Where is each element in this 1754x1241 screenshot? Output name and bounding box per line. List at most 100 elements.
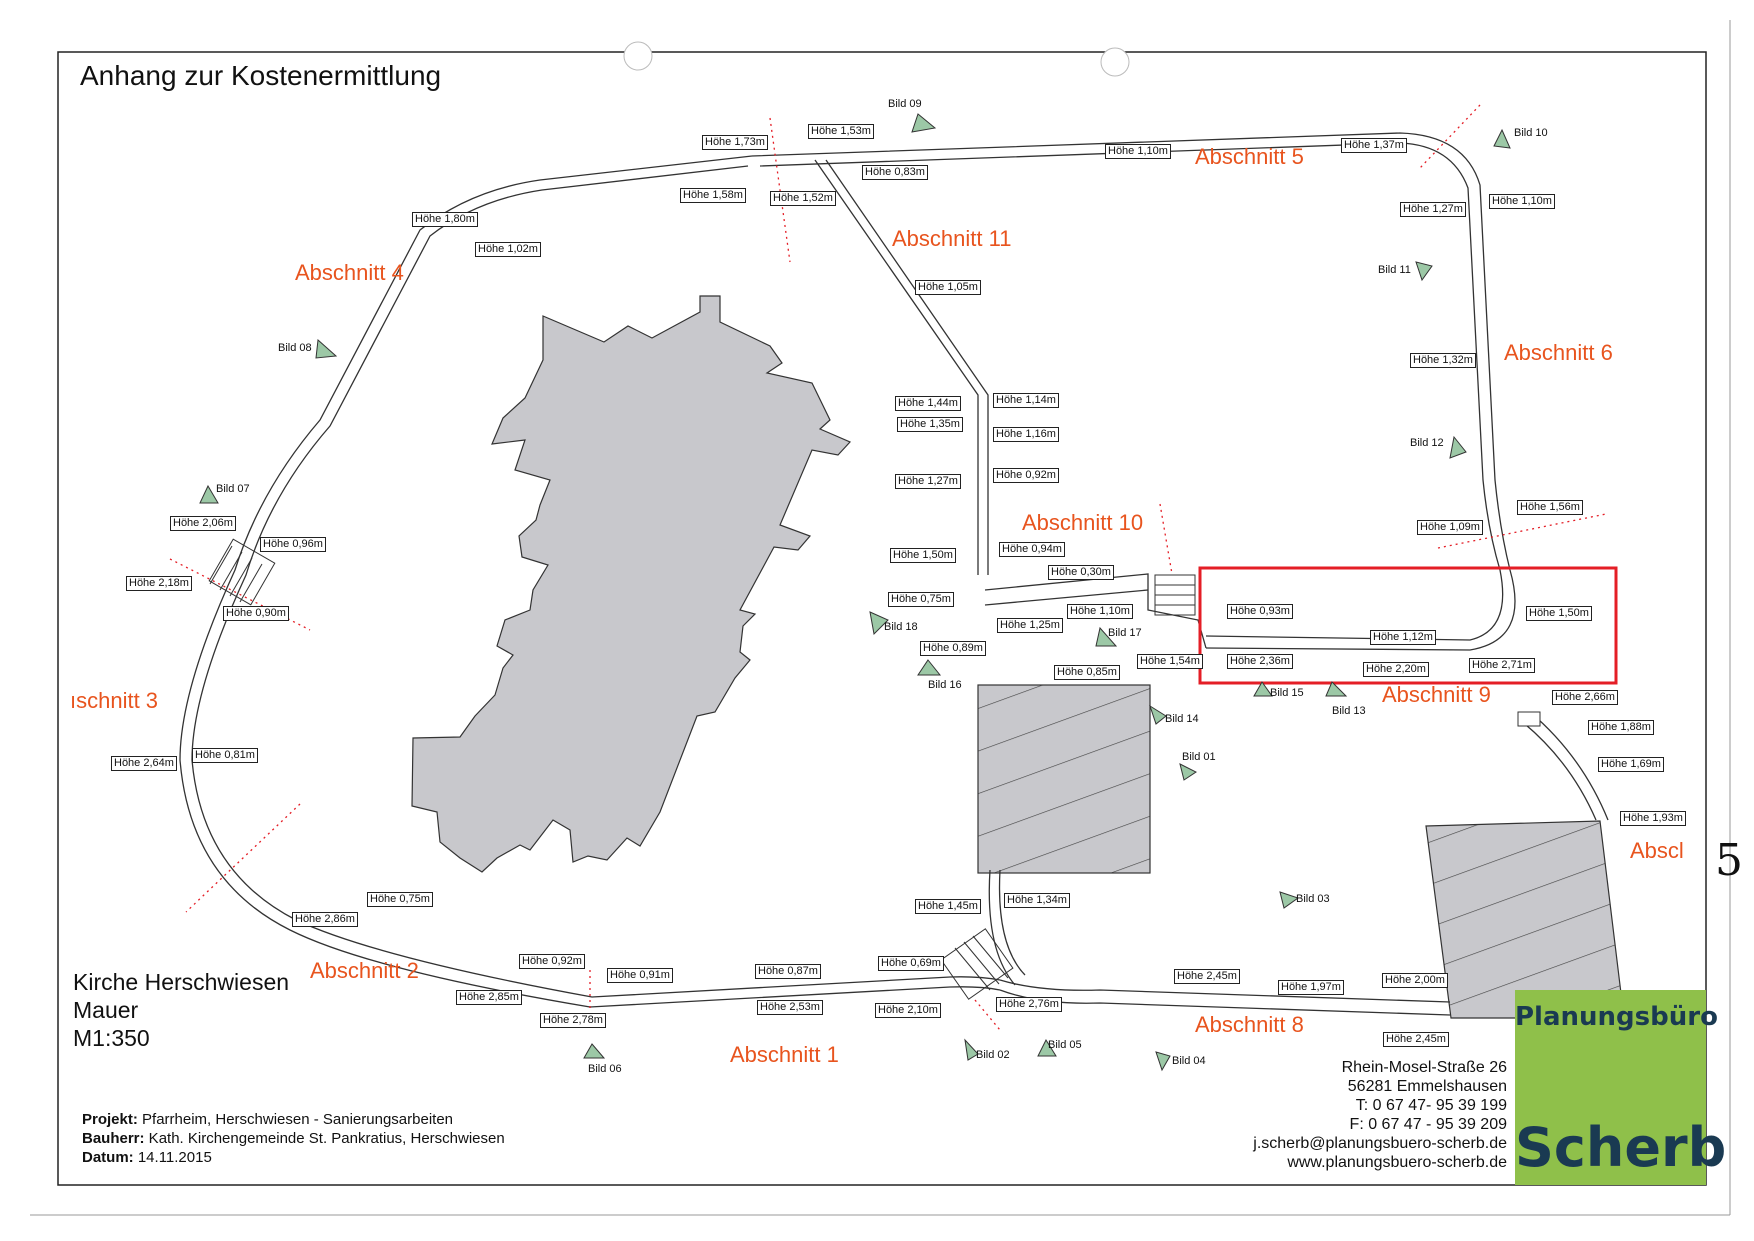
height-label: Höhe 2,36m [1227, 654, 1293, 669]
height-label: Höhe 2,10m [875, 1003, 941, 1018]
photo-label: Bild 04 [1172, 1055, 1206, 1067]
height-label: Höhe 2,06m [170, 516, 236, 531]
logo-line2: Scherb [1515, 1116, 1727, 1179]
section-label: Abschnitt 9 [1382, 682, 1491, 707]
height-label: Höhe 0,87m [755, 964, 821, 979]
address-fax: F: 0 67 47 - 95 39 209 [1349, 1116, 1507, 1133]
section-label: Abschnitt 8 [1195, 1012, 1304, 1037]
height-label: Höhe 2,18m [126, 576, 192, 591]
height-label: Höhe 1,50m [1526, 606, 1592, 621]
height-label: Höhe 2,85m [456, 990, 522, 1005]
photo-label: Bild 10 [1514, 127, 1548, 139]
height-label: Höhe 0,92m [519, 954, 585, 969]
height-label: Höhe 1,73m [702, 135, 768, 150]
projekt-value: Pfarrheim, Herschwiesen - Sanierungsarbe… [137, 1111, 454, 1128]
height-label: Höhe 1,80m [412, 212, 478, 227]
height-label: Höhe 1,10m [1067, 604, 1133, 619]
hatched-building [1425, 820, 1625, 1019]
section-label: Abschnitt 4 [295, 260, 404, 285]
photo-label: Bild 03 [1296, 893, 1330, 905]
address-city: 56281 Emmelshausen [1347, 1078, 1507, 1095]
height-label: Höhe 1,09m [1417, 520, 1483, 535]
section-dividers [169, 104, 1607, 1031]
photo-label: Bild 17 [1108, 627, 1142, 639]
photo-label: Bild 01 [1182, 751, 1216, 763]
height-label: Höhe 1,12m [1370, 630, 1436, 645]
height-label: Höhe 1,14m [993, 393, 1059, 408]
section-label: ıschnitt 3 [70, 688, 159, 713]
bauherr-value: Kath. Kirchengemeinde St. Pankratius, He… [144, 1130, 505, 1147]
binder-hole [623, 41, 653, 71]
photo-label: Bild 15 [1270, 687, 1304, 699]
address-email[interactable]: j.scherb@planungsbuero-scherb.de [1253, 1135, 1507, 1152]
photo-label: Bild 02 [976, 1049, 1010, 1061]
church-building [411, 295, 852, 873]
hatched-building [977, 684, 1151, 874]
height-label: Höhe 0,83m [862, 165, 928, 180]
page-title: Anhang zur Kostenermittlung [80, 60, 442, 91]
height-label: Höhe 2,78m [540, 1013, 606, 1028]
height-label: Höhe 2,86m [292, 912, 358, 927]
plan-info-line2: Mauer [73, 997, 139, 1023]
height-label: Höhe 1,88m [1588, 720, 1654, 735]
height-label: Höhe 2,76m [996, 997, 1062, 1012]
plan-info-line3: M1:350 [73, 1025, 150, 1051]
height-label: Höhe 2,00m [1382, 973, 1448, 988]
height-label: Höhe 2,64m [111, 756, 177, 771]
photo-label: Bild 16 [928, 679, 962, 691]
height-label: Höhe 0,93m [1227, 604, 1293, 619]
photo-label: Bild 06 [588, 1063, 622, 1075]
height-label: Höhe 0,75m [888, 592, 954, 607]
height-label: Höhe 1,53m [808, 124, 874, 139]
address-web[interactable]: www.planungsbuero-scherb.de [1287, 1154, 1507, 1171]
height-label: Höhe 1,34m [1004, 893, 1070, 908]
height-label: Höhe 2,66m [1552, 690, 1618, 705]
handwritten-mark: 5 [1715, 835, 1743, 886]
height-label: Höhe 0,69m [878, 956, 944, 971]
address-phone: T: 0 67 47- 95 39 199 [1355, 1097, 1507, 1114]
height-label: Höhe 0,75m [367, 892, 433, 907]
gate [1517, 711, 1541, 727]
page-frame [57, 51, 1707, 1186]
height-label: Höhe 1,50m [890, 548, 956, 563]
plan-info-line1: Kirche Herschwiesen [73, 969, 290, 995]
photo-label: Bild 11 [1378, 264, 1411, 276]
height-label: Höhe 1,10m [1105, 144, 1171, 159]
height-label: Höhe 0,85m [1054, 665, 1120, 680]
photo-label: Bild 09 [888, 98, 922, 110]
height-label: Höhe 1,45m [915, 899, 981, 914]
height-label: Höhe 1,25m [997, 618, 1063, 633]
height-label: Höhe 2,20m [1363, 662, 1429, 677]
height-label: Höhe 0,89m [920, 641, 986, 656]
height-label: Höhe 1,56m [1517, 500, 1583, 515]
photo-label: Bild 12 [1410, 437, 1444, 449]
projekt-label: Projekt: [82, 1111, 138, 1128]
address-street: Rhein-Mosel-Straße 26 [1341, 1059, 1507, 1076]
section-label: Abschnitt 5 [1195, 144, 1304, 169]
height-label: Höhe 1,97m [1278, 980, 1344, 995]
height-label: Höhe 1,93m [1620, 811, 1686, 826]
datum-label: Datum: [82, 1149, 134, 1166]
section-label: Abschnitt 10 [1022, 510, 1144, 535]
height-label: Höhe 2,45m [1174, 969, 1240, 984]
photo-label: Bild 18 [884, 621, 918, 633]
height-label: Höhe 0,90m [223, 606, 289, 621]
company-logo: Planungsbüro Scherb [1515, 990, 1727, 1185]
height-label: Höhe 1,69m [1598, 757, 1664, 772]
height-label: Höhe 0,81m [192, 748, 258, 763]
photo-label: Bild 13 [1332, 705, 1366, 717]
photo-label: Bild 14 [1165, 713, 1199, 725]
photo-markers [199, 113, 1511, 1072]
height-label: Höhe 1,27m [895, 474, 961, 489]
height-label: Höhe 2,45m [1383, 1032, 1449, 1047]
height-label: Höhe 2,53m [757, 1000, 823, 1015]
stairs [208, 538, 1196, 1000]
plan-info: Kirche Herschwiesen Mauer M1:350 [73, 968, 289, 1052]
highlight-box [1198, 566, 1618, 685]
height-label: Höhe 1,52m [770, 191, 836, 206]
photo-label: Bild 05 [1048, 1039, 1082, 1051]
height-label: Höhe 1,32m [1410, 353, 1476, 368]
logo-line1: Planungsbüro [1515, 1002, 1718, 1032]
section-label: Abschnitt 1 [730, 1042, 839, 1067]
height-label: Höhe 0,94m [999, 542, 1065, 557]
